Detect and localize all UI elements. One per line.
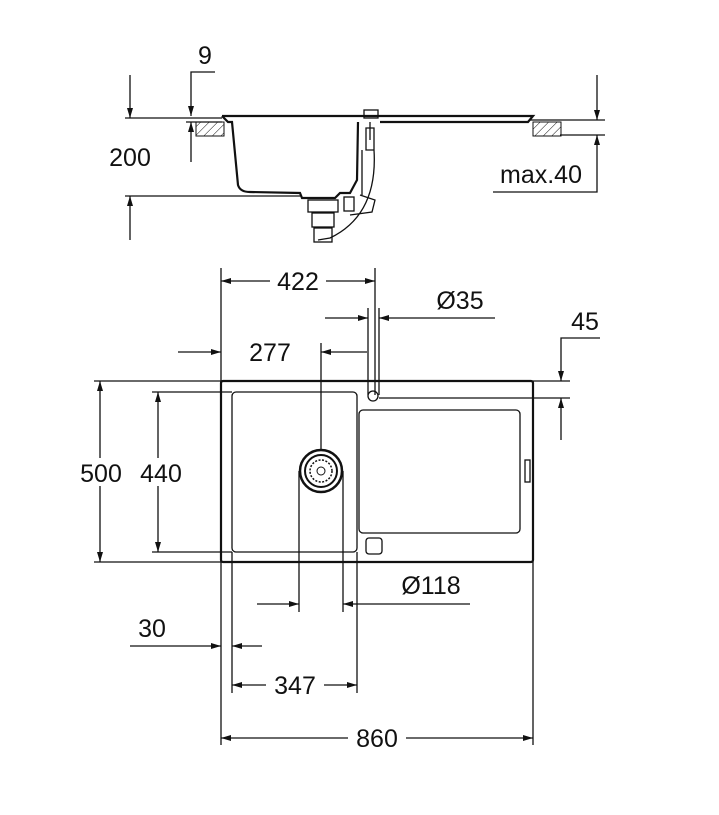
side-view: 200 9 max.40 bbox=[109, 42, 605, 243]
extension-lines bbox=[94, 268, 570, 745]
drainer bbox=[358, 409, 521, 534]
overflow-slot bbox=[524, 459, 531, 483]
dim-277-label: 277 bbox=[249, 339, 291, 367]
dim-347-label: 347 bbox=[274, 672, 316, 700]
drain-trap bbox=[313, 227, 333, 243]
dim-45-top bbox=[558, 337, 600, 381]
top-view: 422 Ø35 277 45 500 440 Ø118 30 bbox=[76, 266, 600, 753]
overflow-pipe bbox=[317, 122, 376, 241]
dim-30-label: 30 bbox=[138, 615, 166, 643]
dim-45-label: 45 bbox=[571, 308, 599, 336]
dim-500-label: 500 bbox=[80, 460, 122, 488]
countertop-hatch-left bbox=[195, 121, 225, 137]
depth-label: 200 bbox=[109, 144, 151, 172]
dim-35-label: Ø35 bbox=[436, 287, 483, 315]
thickness-arrow-top bbox=[188, 71, 215, 116]
overflow-button bbox=[365, 537, 383, 555]
sink-outline bbox=[219, 379, 535, 564]
bowl bbox=[231, 391, 358, 553]
countertop-hatch-right bbox=[532, 121, 562, 137]
countertop-label: max.40 bbox=[500, 161, 582, 189]
dim-440-label: 440 bbox=[140, 460, 182, 488]
tap-hole bbox=[367, 390, 379, 402]
overflow-connector bbox=[343, 196, 355, 212]
dim-422-label: 422 bbox=[277, 268, 319, 296]
tap-fitting bbox=[363, 109, 379, 119]
thickness-label: 9 bbox=[198, 42, 212, 70]
dim-860-label: 860 bbox=[356, 725, 398, 753]
drain-nut bbox=[311, 212, 335, 228]
drain-icon bbox=[298, 448, 344, 494]
drain-body bbox=[307, 199, 339, 213]
sink-profile bbox=[221, 114, 536, 200]
countertop-arrow-bottom bbox=[493, 135, 600, 193]
dim-118-label: Ø118 bbox=[401, 572, 460, 600]
